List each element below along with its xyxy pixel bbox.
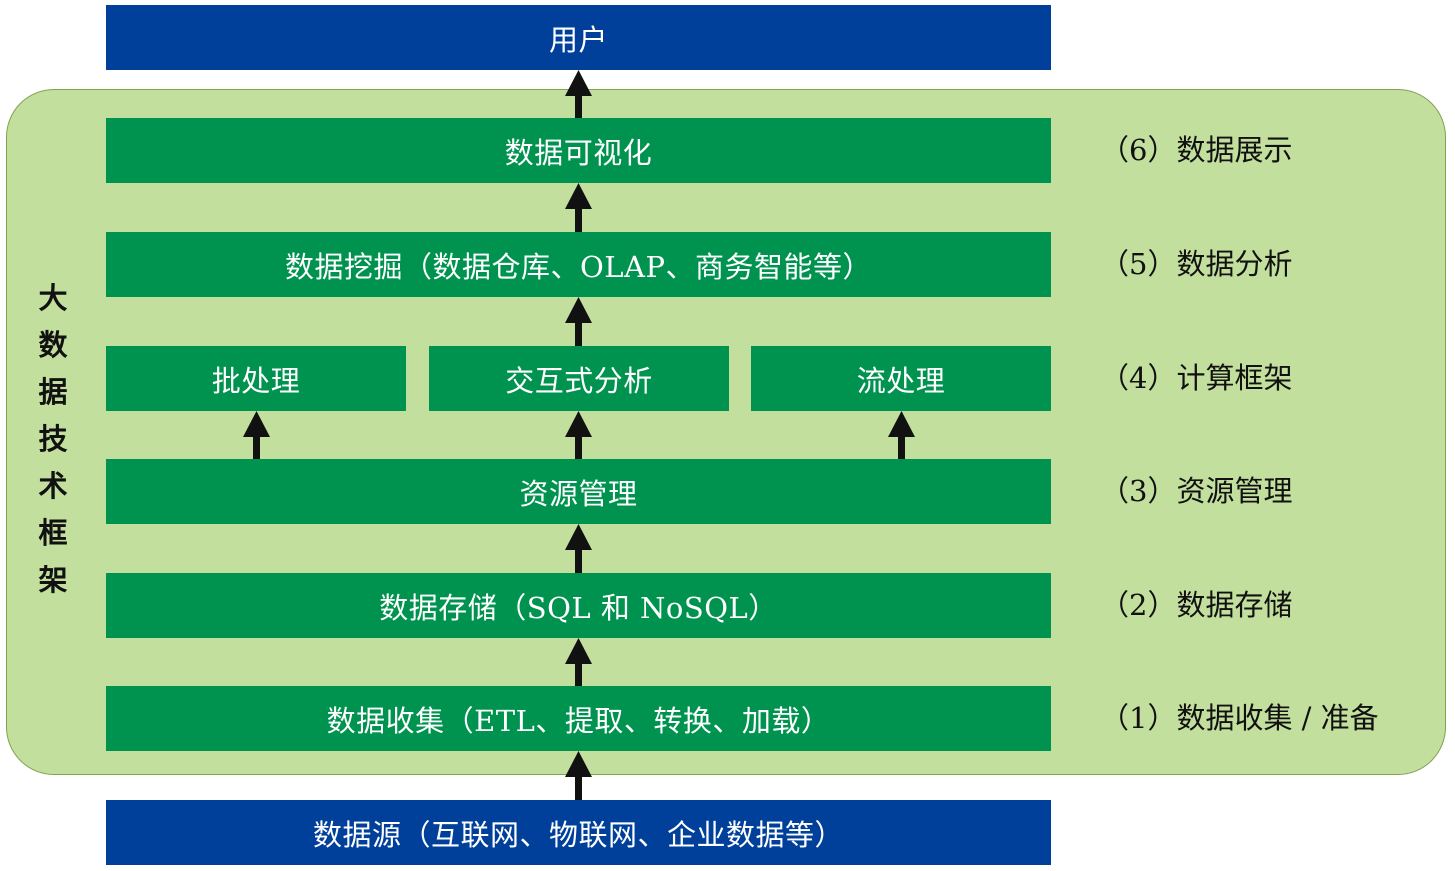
- stage-5-label: （5）数据分析: [1100, 247, 1293, 281]
- stage-6-label: （6）数据展示: [1100, 133, 1293, 167]
- interactive-analysis-box: 交互式分析: [429, 346, 729, 411]
- big-data-framework-container: [6, 89, 1446, 775]
- data-storage-layer: 数据存储（SQL 和 NoSQL）: [106, 573, 1051, 638]
- stream-processing-box: 流处理: [751, 346, 1051, 411]
- stage-1-label: （1）数据收集 / 准备: [1100, 701, 1379, 735]
- stage-3-label: （3）资源管理: [1100, 474, 1293, 508]
- data-collection-layer: 数据收集（ETL、提取、转换、加载）: [106, 686, 1051, 751]
- data-mining-layer: 数据挖掘（数据仓库、OLAP、商务智能等）: [106, 232, 1051, 297]
- stage-4-label: （4）计算框架: [1100, 361, 1293, 395]
- visualization-layer: 数据可视化: [106, 118, 1051, 183]
- user-box: 用户: [106, 5, 1051, 70]
- framework-title: 大数据技术框架: [38, 281, 68, 597]
- resource-management-layer: 资源管理: [106, 459, 1051, 524]
- stage-2-label: （2）数据存储: [1100, 588, 1293, 622]
- data-source-box: 数据源（互联网、物联网、企业数据等）: [106, 800, 1051, 865]
- batch-processing-box: 批处理: [106, 346, 406, 411]
